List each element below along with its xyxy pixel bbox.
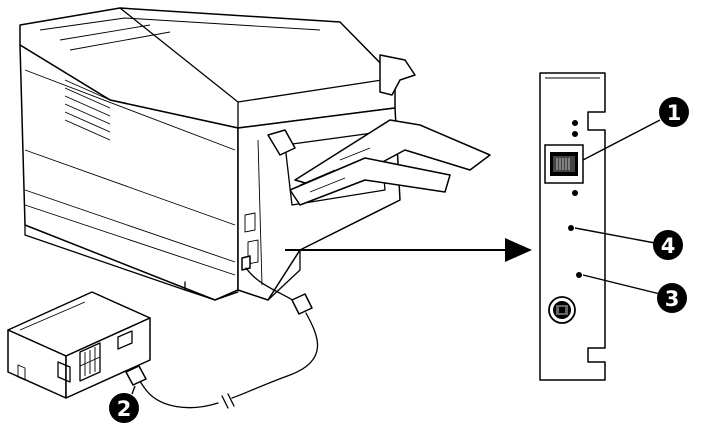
mini-din-connector [548, 296, 576, 324]
callout-3-label: 3 [665, 287, 680, 311]
callout-1-marker: 1 [659, 97, 689, 127]
callout-3-marker: 3 [657, 283, 687, 313]
printer-illustration [19, 7, 491, 301]
connection-arrow [285, 238, 532, 262]
callout-4-label: 4 [661, 234, 676, 258]
callout-1-label: 1 [667, 101, 682, 125]
callout-4-marker: 4 [653, 230, 683, 260]
callout-2-label: 2 [117, 397, 132, 421]
test-switch [576, 272, 582, 278]
led-top-2 [572, 131, 578, 137]
network-interface-card [539, 72, 606, 381]
status-led [568, 225, 574, 231]
led-top-1 [572, 120, 578, 126]
network-hub [7, 291, 151, 399]
network-cable [125, 267, 319, 409]
led-bottom [572, 190, 578, 196]
callout-leaders [131, 119, 661, 395]
callout-2-marker: 2 [109, 393, 139, 423]
rj45-port [544, 144, 584, 184]
printer-vents [64, 79, 111, 141]
